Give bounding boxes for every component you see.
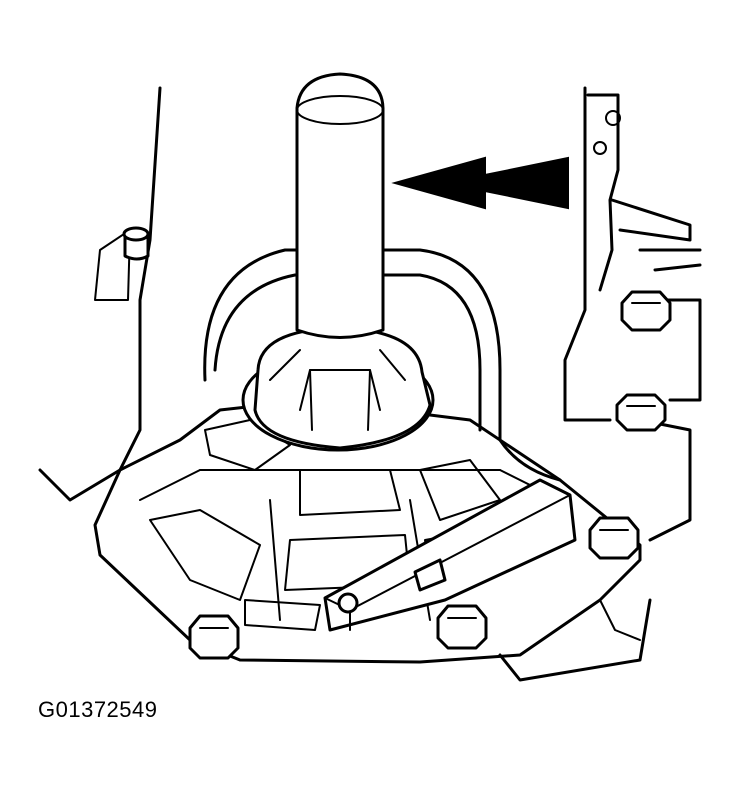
figure-code: G01372549 [38, 697, 158, 722]
hex-bolt-icon [436, 604, 488, 650]
right-housing [563, 86, 702, 542]
installer-tool [295, 72, 385, 339]
flat-bar [323, 478, 577, 632]
direction-arrow-icon [391, 156, 569, 210]
lower-casing [498, 598, 652, 682]
hex-bolt-icon [588, 516, 640, 560]
hex-bolt-icon [188, 614, 240, 660]
left-housing [38, 86, 162, 502]
hex-bolt-icon [620, 290, 672, 332]
bearing-collar [241, 326, 435, 452]
dowel-pin [122, 226, 150, 261]
hex-bolt-icon [615, 393, 667, 432]
